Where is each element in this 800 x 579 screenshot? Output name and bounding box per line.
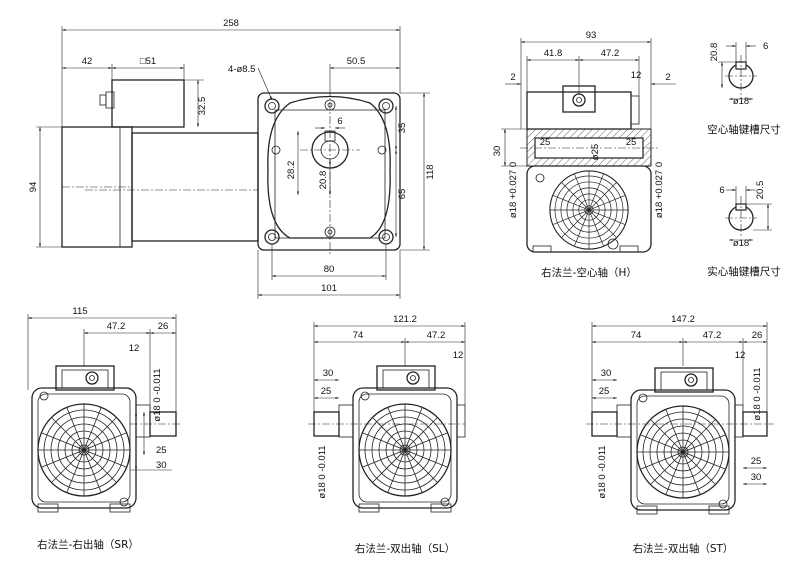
dim-hk-dia: ø18 (733, 96, 749, 107)
dim-st-right-full: 30 (751, 472, 762, 483)
dim-sr-overall: 115 (72, 306, 87, 317)
dim-st-left-dia: ø18 0 -0.011 (597, 445, 608, 498)
dim-sr-key: 25 (156, 445, 167, 456)
dim-sr-shaft: 26 (158, 321, 169, 332)
dim-sl-overall: 121.2 (393, 314, 417, 325)
dim-h-right: 47.2 (601, 48, 620, 59)
caption-sr: 右法兰-右出轴（SR） (37, 538, 139, 551)
dim-hk-height: 20.8 (709, 43, 720, 62)
gear-housing (131, 132, 259, 242)
dim-sl-full: 30 (323, 368, 334, 379)
dim-key-width: 6 (337, 116, 342, 127)
solid-key-detail: 6 20.5 ø18 实心轴键槽尺寸 (707, 181, 781, 278)
dim-st-left-full: 30 (601, 368, 612, 379)
dim-sk-width: 6 (719, 185, 724, 196)
terminal-box (111, 79, 185, 128)
dim-box-height: 32.5 (197, 97, 208, 116)
dim-terminal-offset: 42 (82, 56, 93, 67)
dim-st-right: 47.2 (703, 330, 722, 341)
hollow-shaft-view: 93 41.8 47.2 2 2 12 30 25 25 ø25 ø18 +0.… (492, 30, 676, 279)
dim-sr-body: 47.2 (107, 321, 126, 332)
dim-h-left-gap: 2 (510, 72, 515, 83)
dim-sr-full: 30 (156, 460, 167, 471)
dim-overall-length: 258 (223, 18, 239, 29)
dim-sl-left: 74 (353, 330, 364, 341)
dim-h-bore-length: 30 (492, 146, 503, 157)
dim-st-overall: 147.2 (671, 314, 695, 325)
sl-view: 121.2 74 47.2 12 30 25 ø18 0 -0.011 右法兰-… (308, 314, 466, 555)
dim-h-lug: 12 (631, 70, 642, 81)
front-view: 258 42 □51 4-ø8.5 50.5 32.5 6 28.2 20.8 … (28, 18, 436, 299)
hollow-key-detail: 6 20.8 ø18 空心轴键槽尺寸 (707, 41, 781, 136)
dim-h-left-tol: ø18 +0.027 0 (508, 162, 519, 218)
dim-center-to-bottom: 65 (397, 189, 408, 200)
sr-view: 115 47.2 26 12 ø18 0 -0.011 25 30 右法兰-右出… (27, 306, 182, 551)
dim-sk-height: 20.5 (755, 181, 766, 200)
dim-hole-spec: 4-ø8.5 (228, 64, 255, 75)
dim-flange-width: 101 (321, 283, 337, 294)
dim-h-key-left: 25 (540, 137, 551, 148)
dim-h-right-tol: ø18 +0.027 0 (654, 162, 665, 218)
dim-st-shaft: 26 (752, 330, 763, 341)
flange (257, 92, 401, 251)
dim-sl-lug: 12 (453, 350, 464, 361)
dim-motor-height: 94 (28, 182, 39, 193)
dim-sr-dia: ø18 0 -0.011 (152, 368, 163, 421)
dim-terminal-box: □51 (140, 56, 156, 67)
caption-hollow-key: 空心轴键槽尺寸 (707, 123, 781, 136)
dim-h-right-gap: 2 (665, 72, 670, 83)
dim-top-to-center: 35 (397, 123, 408, 134)
dim-flange-height: 118 (425, 164, 436, 179)
dim-h-key-right: 25 (626, 137, 637, 148)
dim-shaft-offset: 50.5 (347, 56, 366, 67)
dim-h-bore-dia: ø25 (590, 144, 601, 160)
caption-sl: 右法兰-双出轴（SL） (355, 542, 455, 555)
dim-hk-width: 6 (763, 41, 768, 52)
dim-st-lug: 12 (735, 350, 746, 361)
st-view: 147.2 74 47.2 26 12 30 25 ø18 0 -0.011 ø… (586, 314, 774, 555)
dim-st-right-key: 25 (751, 456, 762, 467)
dim-st-left-key: 25 (599, 386, 610, 397)
dim-h-left: 41.8 (544, 48, 563, 59)
dim-st-right-dia: ø18 0 -0.011 (752, 367, 763, 420)
dim-sk-dia: ø18 (733, 238, 749, 249)
dim-sr-lug: 12 (129, 343, 140, 354)
dim-st-left: 74 (631, 330, 642, 341)
dim-key-depth-hollow: 28.2 (286, 161, 297, 180)
caption-solid-key: 实心轴键槽尺寸 (707, 265, 781, 278)
dim-h-overall: 93 (586, 30, 597, 41)
dim-key-depth-solid: 20.8 (318, 171, 329, 190)
dim-sl-key: 25 (321, 386, 332, 397)
dim-mount-width: 80 (324, 264, 335, 275)
dim-sl-dia: ø18 0 -0.011 (317, 445, 328, 498)
caption-st: 右法兰-双出轴（ST） (633, 542, 734, 555)
dim-sl-right: 47.2 (427, 330, 446, 341)
caption-hollow-shaft: 右法兰-空心轴（H） (541, 266, 637, 279)
